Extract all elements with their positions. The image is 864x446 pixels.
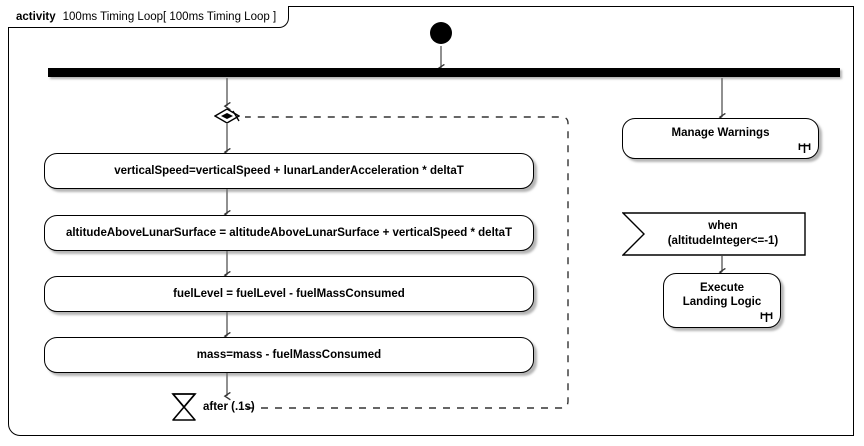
action-label: mass=mass - fuelMassConsumed (196, 348, 382, 361)
action-mass[interactable]: mass=mass - fuelMassConsumed (44, 337, 534, 373)
accept-event-when[interactable]: when (altitudeInteger<=-1) (622, 212, 806, 256)
action-fuel-level[interactable]: fuelLevel = fuelLevel - fuelMassConsumed (44, 276, 534, 312)
timer-hourglass-icon[interactable] (171, 392, 197, 422)
action-execute-landing-logic[interactable]: Execute Landing Logic (663, 273, 781, 328)
timer-label: after (.1s) (203, 401, 255, 413)
activity-frame (8, 6, 854, 436)
fork-bar[interactable] (48, 68, 840, 77)
rake-icon (760, 311, 773, 323)
initial-node[interactable] (430, 22, 452, 44)
activity-frame-header: activity 100ms Timing Loop[ 100ms Timing… (8, 6, 290, 28)
accept-event-label: when (altitudeInteger<=-1) (667, 220, 779, 247)
action-manage-warnings[interactable]: Manage Warnings (622, 118, 819, 159)
merge-junction[interactable] (213, 108, 241, 124)
action-label: altitudeAboveLunarSurface = altitudeAbov… (65, 226, 513, 239)
action-vertical-speed[interactable]: verticalSpeed=verticalSpeed + lunarLande… (44, 153, 534, 189)
action-label: fuelLevel = fuelLevel - fuelMassConsumed (173, 287, 405, 300)
action-altitude[interactable]: altitudeAboveLunarSurface = altitudeAbov… (44, 215, 534, 251)
activity-title: 100ms Timing Loop[ 100ms Timing Loop ] (62, 10, 277, 23)
action-label: Manage Warnings (671, 127, 770, 139)
action-label: Execute Landing Logic (682, 282, 762, 309)
action-label: verticalSpeed=verticalSpeed + lunarLande… (114, 164, 464, 177)
activity-keyword: activity (16, 10, 56, 23)
rake-icon (798, 142, 811, 154)
